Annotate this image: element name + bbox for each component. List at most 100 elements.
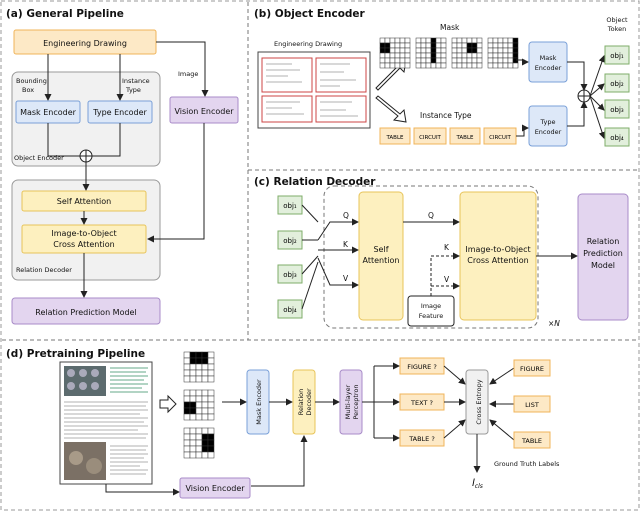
pred-tag-1-label: FIGURE ? xyxy=(407,363,437,371)
type-tags-b: TABLE CIRCUIT TABLE CIRCUIT xyxy=(379,127,517,145)
object-token-label-2: Token xyxy=(607,25,627,33)
instance-type-label-b: Instance Type xyxy=(420,111,472,120)
obj-token-c-2-label: obj₂ xyxy=(283,237,297,245)
decoder-block-region xyxy=(323,185,539,329)
relation-prediction-box-a xyxy=(11,297,161,325)
rpm-label-c-3: Model xyxy=(591,261,615,270)
type-tag-2 xyxy=(413,127,447,145)
k-label-c2: K xyxy=(444,243,450,252)
mask-label-b: Mask xyxy=(440,23,460,32)
panel-d-title: (d) Pretraining Pipeline xyxy=(6,348,145,360)
relation-decoder-label-d-2: Decoder xyxy=(305,388,313,416)
self-attention-label-a: Self Attention xyxy=(57,197,112,206)
mask-encoder-label-d: Mask Encoder xyxy=(255,379,263,425)
relation-prediction-box-c xyxy=(577,193,629,321)
self-attention-label-c-2: Attention xyxy=(363,256,400,265)
mask-encoder-label-b-2: Encoder xyxy=(535,64,562,72)
mask-grid-b-2 xyxy=(415,37,447,69)
obj-token-b-1-label: obj₁ xyxy=(610,52,624,60)
loss-label: lcls xyxy=(472,478,483,490)
bounding-box-label-1: Bounding xyxy=(16,77,47,85)
panel-a-title: (a) General Pipeline xyxy=(6,8,124,20)
type-tag-3 xyxy=(449,127,481,145)
relation-prediction-label-a: Relation Prediction Model xyxy=(35,308,136,317)
gt-tag-1-label: FIGURE xyxy=(520,365,544,373)
obj-token-b-2 xyxy=(604,73,630,93)
object-token-label-1: Object xyxy=(606,16,628,24)
obj-token-b-1 xyxy=(604,45,630,65)
k-label-c1: K xyxy=(343,240,349,249)
type-encoder-label-b-1: Type xyxy=(540,118,556,126)
pred-tag-3-label: TABLE ? xyxy=(408,435,435,443)
vision-encoder-label-d: Vision Encoder xyxy=(185,484,245,493)
mask-grid-b-3 xyxy=(451,37,483,69)
obj-token-c-1-label: obj₁ xyxy=(283,202,297,210)
type-tag-2-label: CIRCUIT xyxy=(419,135,441,141)
gt-tag-2-label: LIST xyxy=(525,401,539,409)
bounding-box-label-2: Box xyxy=(22,86,34,94)
obj-token-b-4-label: obj₄ xyxy=(610,134,624,142)
object-encoder-label: Object Encoder xyxy=(14,154,64,162)
obj-token-b-3 xyxy=(604,99,630,119)
q-label-c1: Q xyxy=(343,211,349,220)
panel-c-title: (c) Relation Decoder xyxy=(254,176,376,188)
mask-encoder-box-b xyxy=(528,41,568,83)
relation-decoder-label-d-1: Relation xyxy=(297,389,305,415)
engineering-drawing-label-b: Engineering Drawing xyxy=(274,40,342,48)
mask-encoder-label-b-1: Mask xyxy=(540,54,557,62)
obj-token-b-2-label: obj₂ xyxy=(610,80,624,88)
obj-tokens-c: obj₁ obj₂ obj₃ obj₄ xyxy=(277,195,303,319)
cross-attention-label-c-1: Image-to-Object xyxy=(465,245,530,254)
vision-encoder-label-a: Vision Encoder xyxy=(174,107,234,116)
image-feature-label-2: Feature xyxy=(419,312,444,320)
image-feature-box xyxy=(407,295,455,327)
obj-tokens-b: obj₁ obj₂ obj₃ obj₄ xyxy=(604,45,630,147)
obj-token-c-4-label: obj₄ xyxy=(283,306,297,314)
ground-truth-tags-d: FIGURE LIST TABLE xyxy=(513,359,551,449)
engineering-drawing-thumbnail xyxy=(257,51,371,129)
mask-grids-b xyxy=(379,37,519,69)
type-encoder-box-b xyxy=(528,105,568,147)
instance-type-label-2: Type xyxy=(125,86,141,94)
cross-attention-label-a-1: Image-to-Object xyxy=(51,229,116,238)
gt-tag-1 xyxy=(513,359,551,377)
type-tag-3-label: TABLE xyxy=(455,135,474,141)
panel-b-title: (b) Object Encoder xyxy=(254,8,366,20)
pretraining-document-thumbnail xyxy=(59,361,153,485)
type-tag-1-label: TABLE xyxy=(385,135,404,141)
obj-token-c-3-label: obj₃ xyxy=(283,271,297,279)
mlp-label-d-1: Multi-layer xyxy=(344,384,352,419)
relation-decoder-label-a: Relation Decoder xyxy=(16,266,72,274)
panel-a: (a) General Pipeline Engineering Drawing… xyxy=(6,8,239,325)
hollow-arrow-d xyxy=(159,394,177,414)
mask-encoder-label: Mask Encoder xyxy=(20,108,77,117)
vision-encoder-box-d xyxy=(179,477,251,499)
obj-token-b-3-label: obj₃ xyxy=(610,106,624,114)
cross-entropy-label: Cross Entropy xyxy=(475,379,483,424)
gt-tag-3-label: TABLE xyxy=(521,437,542,445)
mask-grid-d-1 xyxy=(183,351,215,383)
image-label-a: Image xyxy=(178,70,198,78)
ground-truth-labels-caption: Ground Truth Labels xyxy=(494,460,560,468)
arrow-to-type xyxy=(375,95,407,123)
gt-tag-3 xyxy=(513,431,551,449)
mask-grids-d xyxy=(183,351,215,459)
prediction-tags-d: FIGURE ? TEXT ? TABLE ? xyxy=(399,357,445,447)
times-n-label: ×N xyxy=(548,319,560,328)
rpm-label-c-1: Relation xyxy=(587,237,620,246)
cross-attention-label-c-2: Cross Attention xyxy=(467,256,528,265)
self-attention-box-c xyxy=(358,191,404,321)
instance-type-label-1: Instance xyxy=(122,77,150,85)
mask-grid-b-4 xyxy=(487,37,519,69)
engineering-drawing-label: Engineering Drawing xyxy=(43,39,127,48)
panel-c: (c) Relation Decoder ×N obj₁ obj₂ obj₃ o… xyxy=(254,176,629,329)
v-label-c1: V xyxy=(343,274,349,283)
pred-tag-2-label: TEXT ? xyxy=(410,399,433,407)
self-attention-label-c-1: Self xyxy=(373,245,388,254)
mask-grid-b-1 xyxy=(379,37,411,69)
type-tag-4-label: CIRCUIT xyxy=(489,135,511,141)
v-label-c2: V xyxy=(444,275,450,284)
